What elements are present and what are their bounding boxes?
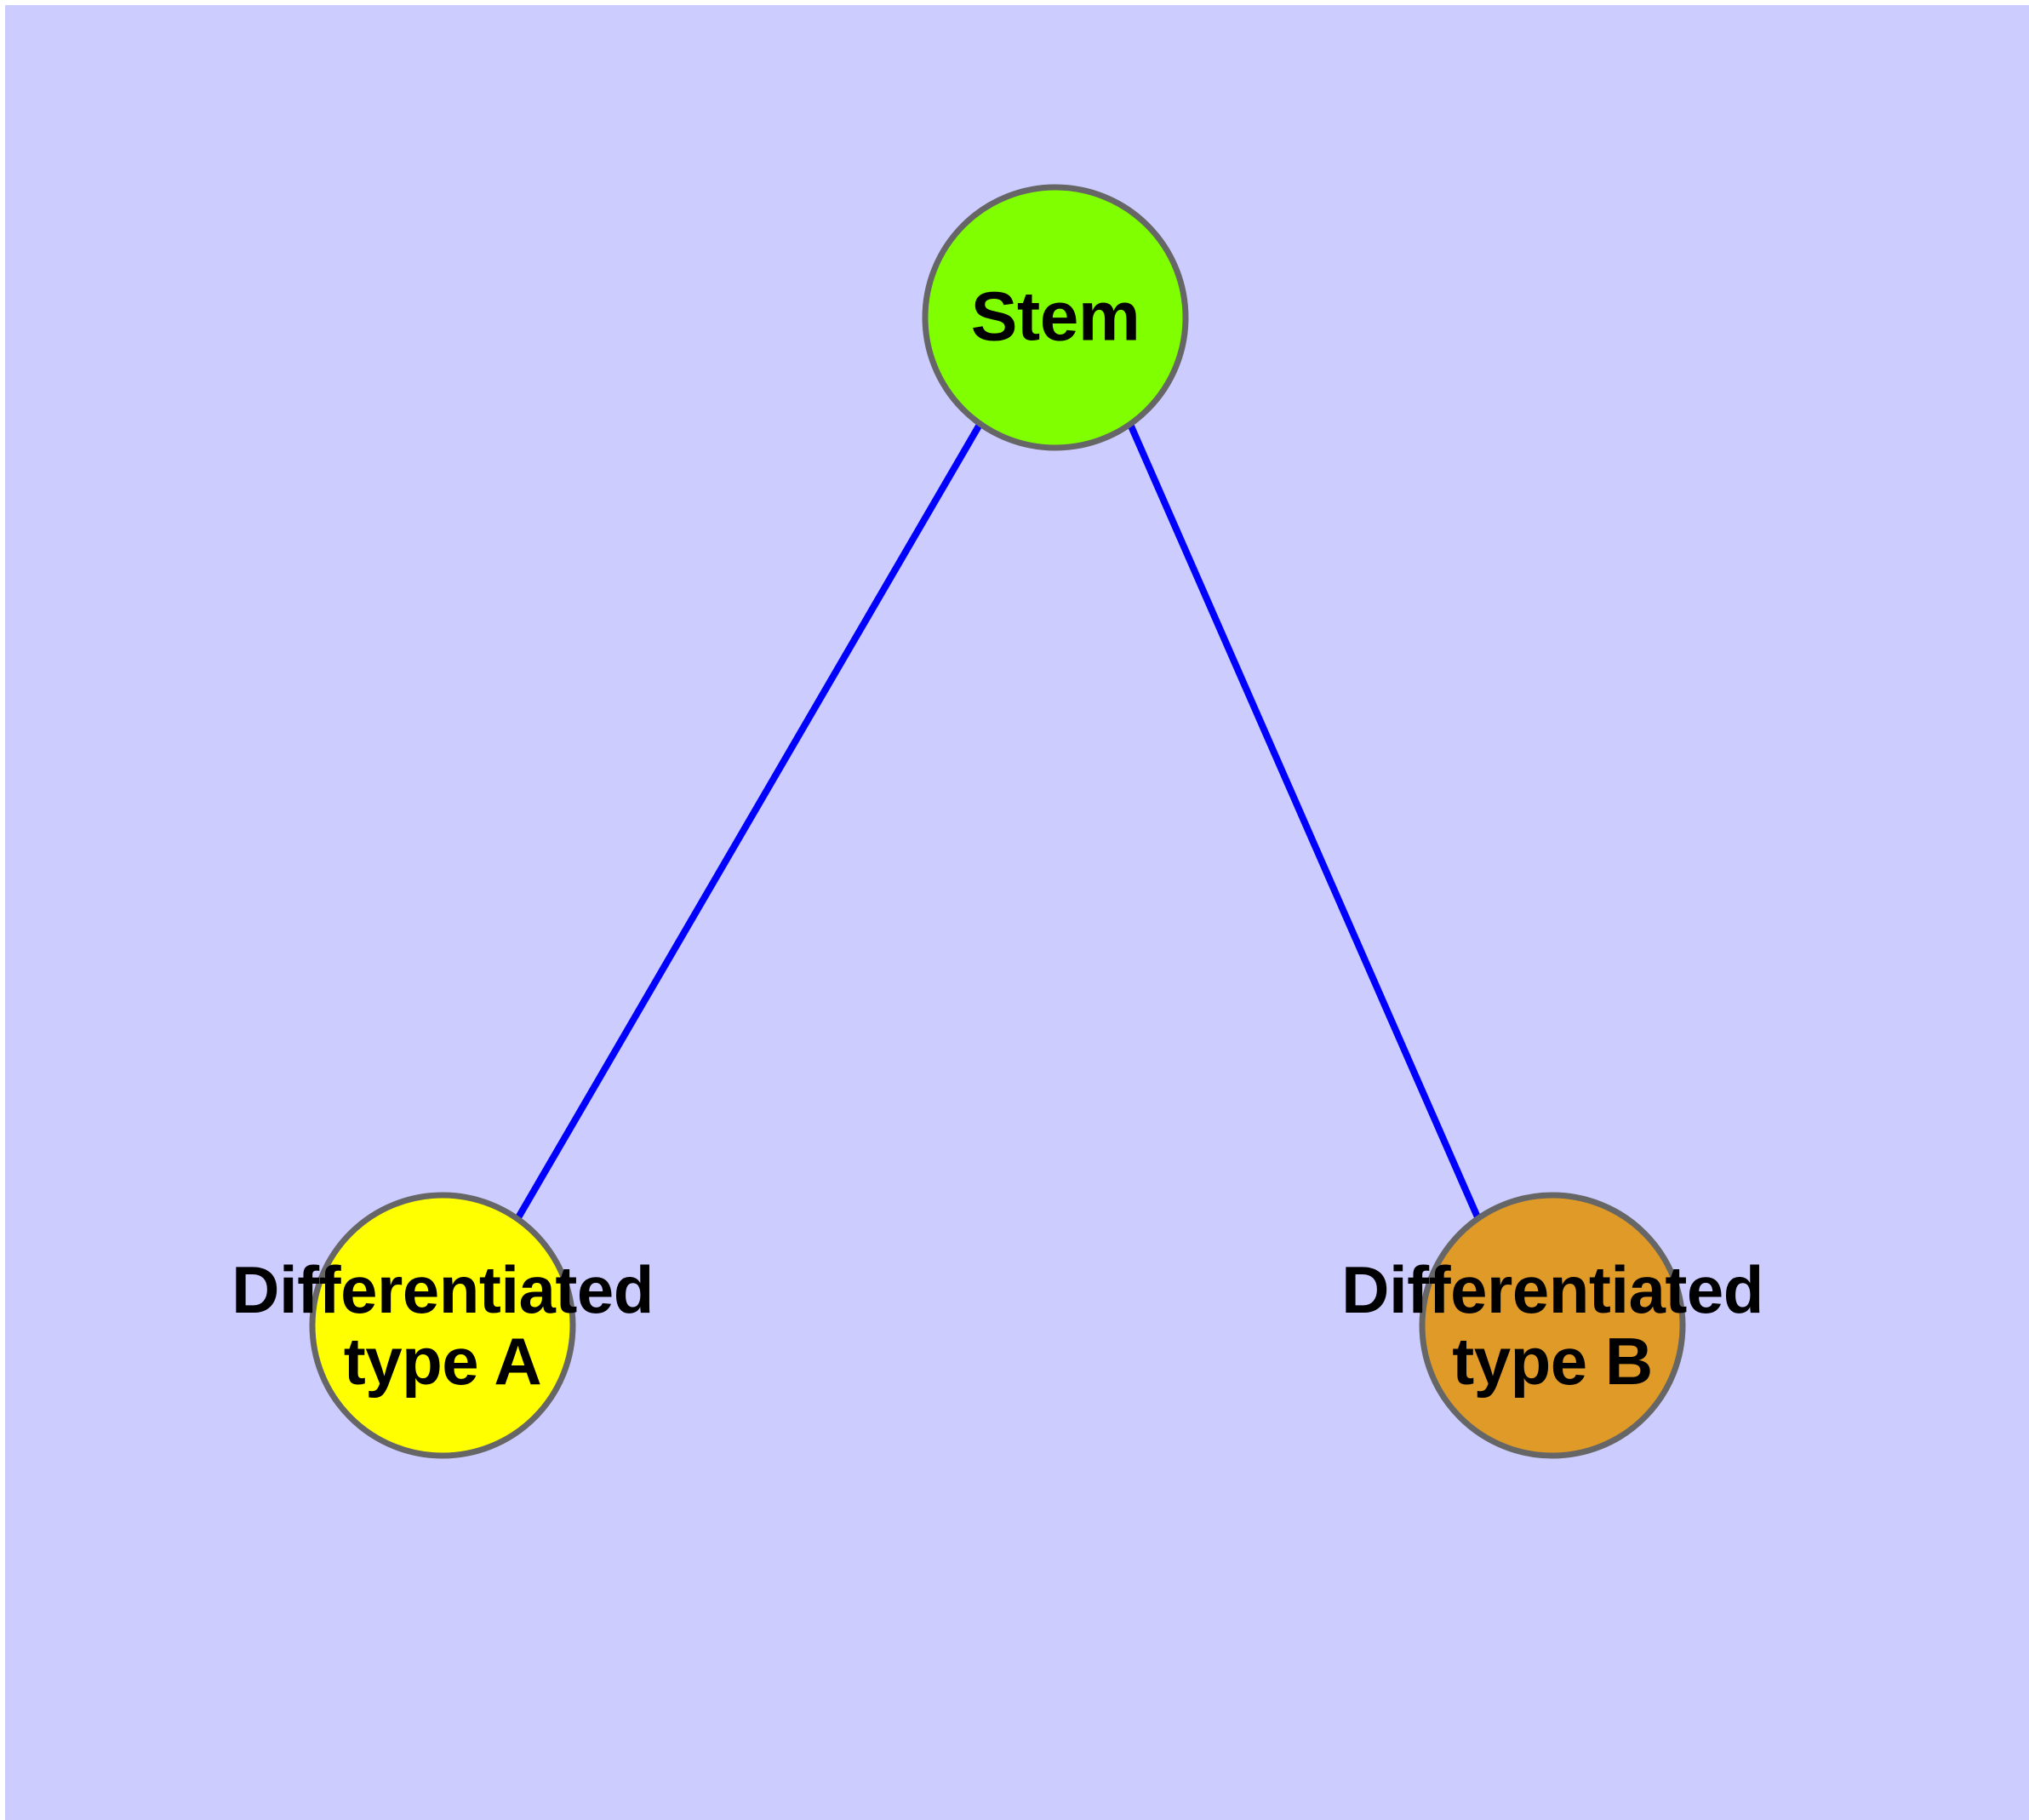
graph-edge-stem-to-diff-b[interactable]: [1126, 421, 1482, 1221]
graph-edge-stem-to-diff-a[interactable]: [514, 421, 984, 1222]
nodes-layer: [309, 184, 1686, 1459]
graph-node-stem[interactable]: [922, 184, 1189, 451]
graph-node-diff-b[interactable]: [1419, 1192, 1686, 1459]
edges-layer: [514, 421, 1482, 1222]
graph-node-diff-a[interactable]: [309, 1192, 576, 1459]
